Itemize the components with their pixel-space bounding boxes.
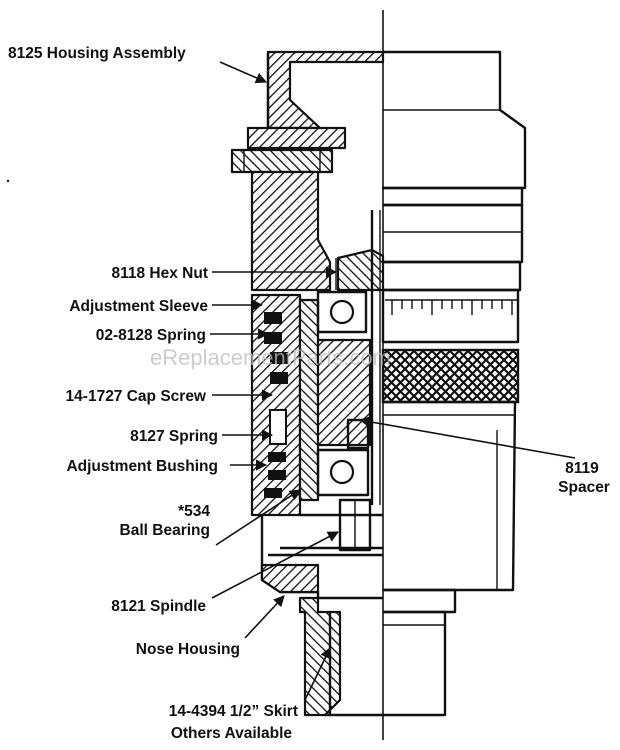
leader-lines — [210, 61, 576, 701]
label-skirt-others: Others Available — [171, 725, 293, 742]
watermark: eReplacementParts.com — [150, 345, 391, 370]
exterior-view — [381, 50, 527, 717]
label-spindle: 8121 Spindle — [111, 598, 206, 615]
label-spring-8128: 02-8128 Spring — [96, 327, 206, 344]
label-spacer-name: Spacer — [558, 479, 610, 496]
label-housing-assembly: 8125 Housing Assembly — [8, 45, 186, 62]
scale-ticks — [385, 299, 518, 315]
label-hex-nut: 8118 Hex Nut — [112, 265, 209, 282]
label-ball-bearing-name: Ball Bearing — [120, 522, 210, 539]
label-skirt: 14-4394 1/2” Skirt — [169, 703, 298, 720]
label-ball-bearing-number: *534 — [178, 503, 210, 520]
label-nose-housing: Nose Housing — [136, 641, 240, 658]
spring-coils — [264, 312, 288, 498]
label-adjustment-sleeve: Adjustment Sleeve — [69, 298, 208, 315]
cross-section — [230, 50, 385, 717]
label-cap-screw: 14-1727 Cap Screw — [66, 388, 207, 405]
label-adjustment-bushing: Adjustment Bushing — [66, 458, 218, 475]
stray-dot — [6, 179, 10, 183]
labels: 8125 Housing Assembly 8118 Hex Nut Adjus… — [8, 45, 610, 742]
label-spacer-number: 8119 — [565, 460, 599, 477]
label-spring-8127: 8127 Spring — [130, 428, 218, 445]
